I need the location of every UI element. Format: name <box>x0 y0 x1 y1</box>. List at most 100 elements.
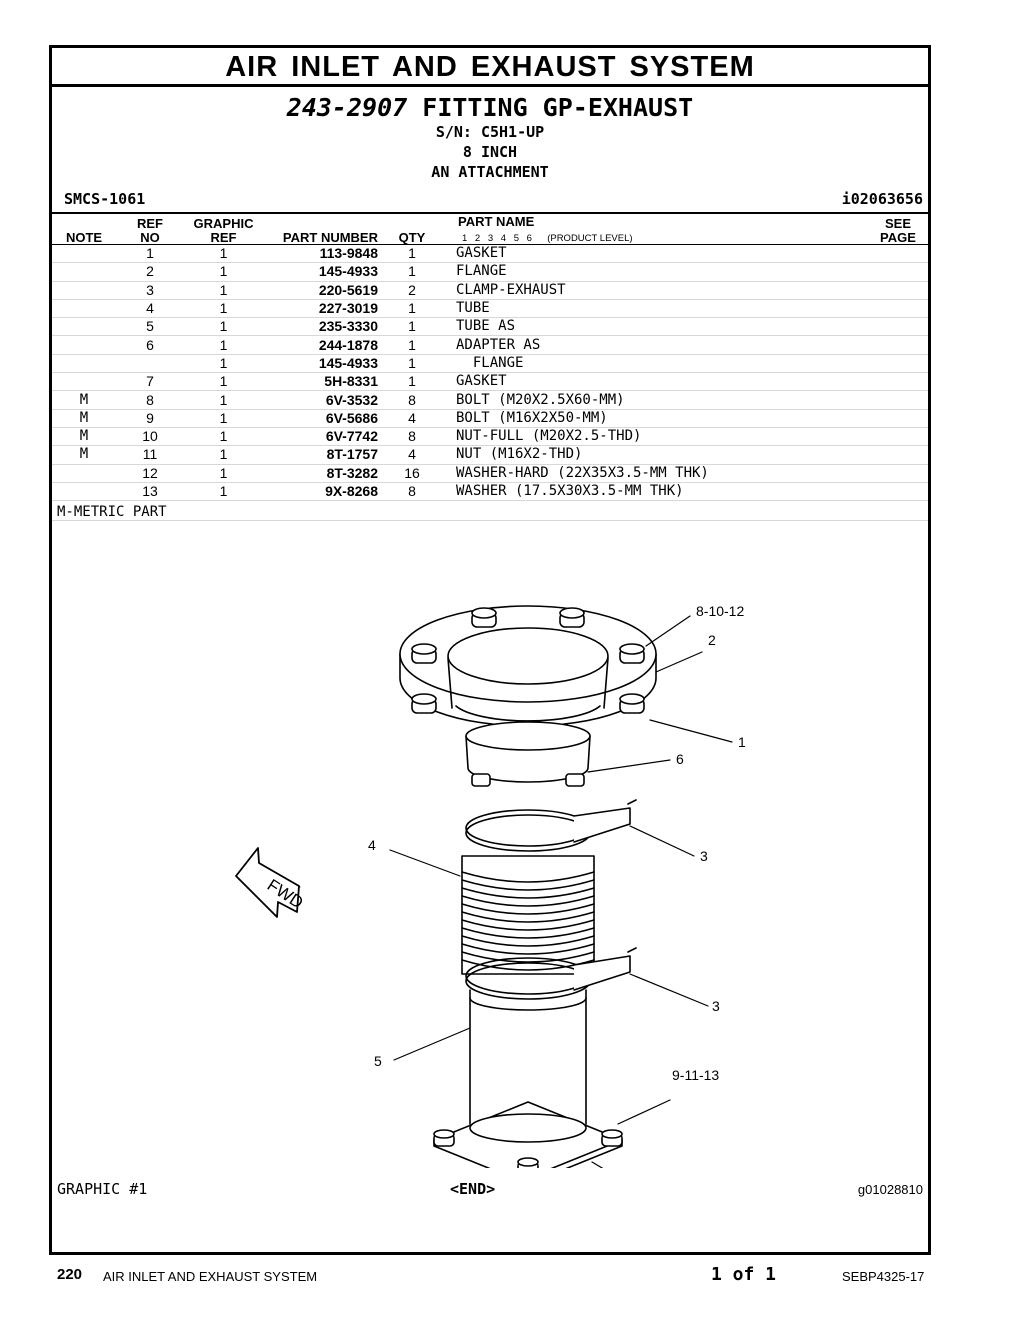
graphic-number: GRAPHIC #1 <box>57 1180 148 1198</box>
cell-qty: 1 <box>378 354 446 374</box>
cell-qty: 4 <box>378 409 446 428</box>
cell-graphic: 1 <box>184 317 263 337</box>
cell-part-number: 8T-1757 <box>263 445 378 465</box>
metric-note: M-METRIC PART <box>57 504 167 520</box>
cell-ref: 8 <box>116 390 184 410</box>
attachment-note: AN ATTACHMENT <box>431 163 549 181</box>
cell-graphic: 1 <box>184 427 263 447</box>
col-header-part-number: PART NUMBER <box>282 230 378 245</box>
cell-part-number: 5H-8331 <box>263 372 378 392</box>
cell-graphic: 1 <box>184 464 263 483</box>
cell-graphic: 1 <box>184 445 263 465</box>
cell-graphic: 1 <box>184 390 263 410</box>
group-name: FITTING GP-EXHAUST <box>422 93 694 122</box>
cell-ref: 12 <box>116 464 184 483</box>
cell-ref: 10 <box>116 427 184 447</box>
cell-ref: 13 <box>116 482 184 502</box>
col-header-see-top: SEE <box>884 216 911 231</box>
col-header-ref-top: REF <box>137 216 163 231</box>
cell-note <box>52 317 116 337</box>
product-level-numbers: 1 2 3 4 5 6 <box>462 233 532 244</box>
cell-note <box>52 262 116 282</box>
cell-qty: 1 <box>378 317 446 337</box>
product-level-label: (PRODUCT LEVEL) <box>547 233 633 244</box>
cell-part-number: 235-3330 <box>263 317 378 337</box>
cell-note <box>52 482 116 502</box>
serial-range: S/N: C5H1-UP <box>435 123 545 141</box>
cell-graphic: 1 <box>184 482 263 502</box>
cell-name: BOLT (M20X2.5X60-MM) <box>446 390 928 410</box>
col-header-see-bottom: PAGE <box>880 230 916 245</box>
page-frame: AIR INLET AND EXHAUST SYSTEM 243-2907 FI… <box>49 45 931 1255</box>
cell-qty: 1 <box>378 245 446 264</box>
cell-note <box>52 372 116 392</box>
group-headline: 243-2907 FITTING GP-EXHAUST <box>52 94 928 122</box>
product-levels: 1 2 3 4 5 6 (PRODUCT LEVEL) <box>462 233 633 244</box>
callout-3-lower: 3 <box>712 998 720 1014</box>
cell-ref: 11 <box>116 445 184 465</box>
cell-graphic: 1 <box>184 245 263 264</box>
cell-qty: 1 <box>378 372 446 392</box>
cell-part-number: 244-1878 <box>263 335 378 355</box>
cell-name: WASHER-HARD (22X35X3.5-MM THK) <box>446 464 928 483</box>
callout-9-11-13: 9-11-13 <box>672 1067 719 1083</box>
leader-lines <box>389 615 733 1168</box>
cell-part-number: 227-3019 <box>263 299 378 319</box>
col-header-part-name: PART NAME <box>458 214 535 229</box>
cell-name: GASKET <box>446 245 928 264</box>
cell-note: M <box>52 427 116 447</box>
cell-name: FLANGE <box>446 262 928 282</box>
footer-section: AIR INLET AND EXHAUST SYSTEM <box>103 1269 318 1284</box>
cell-qty: 16 <box>378 464 446 483</box>
col-header-ref-bottom: NO <box>140 230 160 245</box>
title-divider <box>52 84 928 87</box>
end-marker: <END> <box>450 1180 496 1198</box>
cell-ref: 9 <box>116 409 184 428</box>
metric-divider <box>52 520 928 521</box>
cell-qty: 1 <box>378 335 446 355</box>
cell-note <box>52 299 116 319</box>
cell-note: M <box>52 390 116 410</box>
cell-ref: 2 <box>116 262 184 282</box>
cell-name: CLAMP-EXHAUST <box>446 281 928 300</box>
cell-part-number: 8T-3282 <box>263 464 378 483</box>
callout-6: 6 <box>676 751 684 767</box>
cell-qty: 8 <box>378 482 446 502</box>
table-header-divider <box>52 244 928 245</box>
cell-note: M <box>52 445 116 465</box>
cell-part-number: 145-4933 <box>263 262 378 282</box>
exploded-view-illustration: FWD <box>235 603 746 1168</box>
cell-name: TUBE <box>446 299 928 319</box>
cell-note <box>52 335 116 355</box>
smcs-code: SMCS-1061 <box>64 190 146 208</box>
footer-page-count: 1 of 1 <box>711 1264 777 1285</box>
upper-clamp <box>465 799 637 852</box>
cell-part-number: 6V-7742 <box>263 427 378 447</box>
cell-ref: 3 <box>116 281 184 300</box>
cell-graphic: 1 <box>184 354 263 374</box>
footer-doc-number: SEBP4325-17 <box>842 1269 925 1284</box>
col-header-note: NOTE <box>65 230 103 245</box>
cell-ref <box>116 354 184 374</box>
graphic-id: g01028810 <box>857 1182 923 1197</box>
cell-part-number: 9X-8268 <box>263 482 378 502</box>
cell-part-number: 6V-3532 <box>263 390 378 410</box>
col-header-graphic-bottom: REF <box>210 230 237 245</box>
cell-part-number: 220-5619 <box>263 281 378 300</box>
adapter <box>465 721 591 787</box>
cell-ref: 5 <box>116 317 184 337</box>
cell-note <box>52 464 116 483</box>
cell-name: FLANGE <box>446 354 928 374</box>
lower-clamp <box>465 947 637 1000</box>
footer-page-number: 220 <box>57 1266 83 1283</box>
cell-graphic: 1 <box>184 262 263 282</box>
